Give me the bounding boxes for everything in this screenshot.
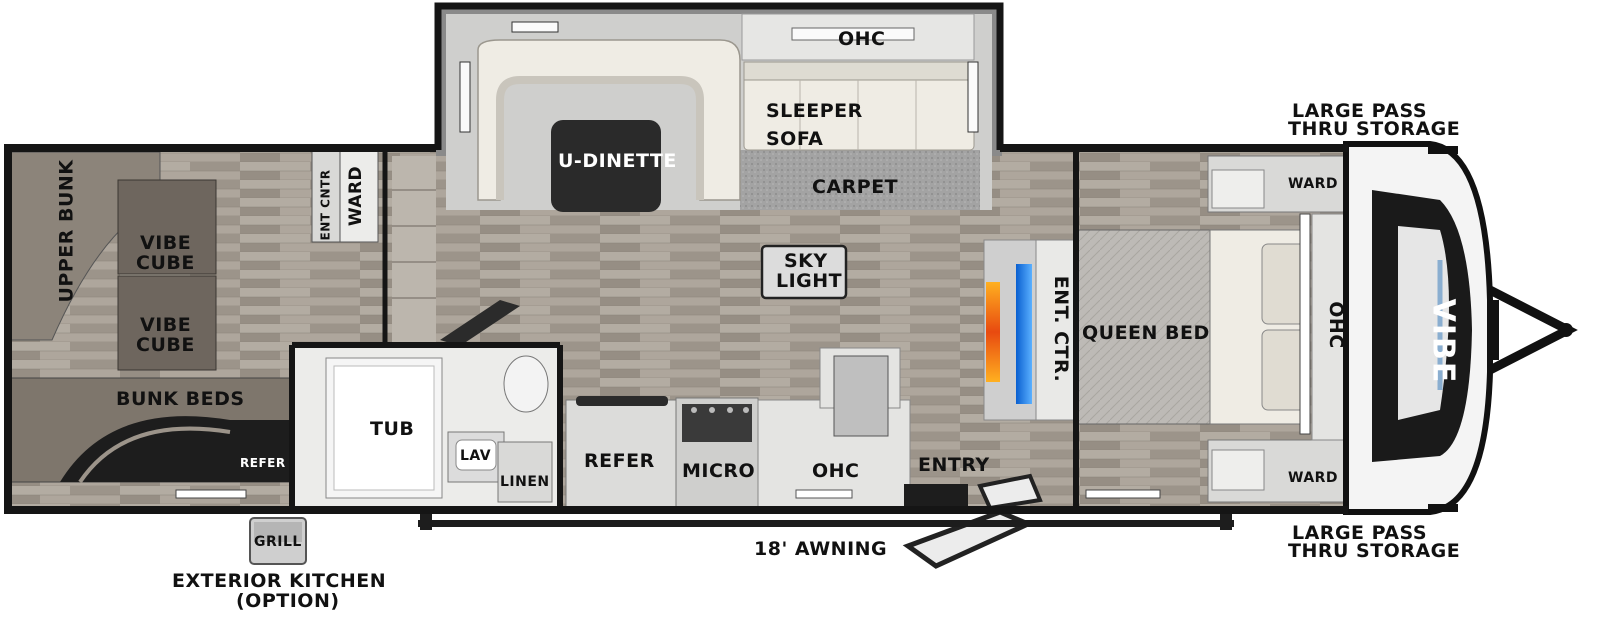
exterior-kitchen-label-b: (OPTION) [236,590,340,612]
vibe-logo: VIBE [1425,298,1461,385]
exterior-kitchen-label-a: EXTERIOR KITCHEN [172,570,387,592]
entry-label: ENTRY [918,454,990,476]
ward-left-label: WARD [346,165,367,227]
upper-bunk-label: UPPER BUNK [55,159,78,303]
fireplace [986,282,1000,382]
micro-label: MICRO [682,460,756,482]
ohc-front-label: OHC [1324,301,1347,349]
front-cap [1343,141,1578,515]
large-pass-bottom-label-a: LARGE PASS [1292,522,1428,544]
large-pass-top-label-a: LARGE PASS [1292,100,1428,122]
ent-ctr-label: ENT. CTR. [1050,275,1073,383]
refer-small-label: REFER [240,456,286,470]
ward-bottom-right-label: WARD [1288,470,1339,486]
refer-label: REFER [584,450,655,472]
vibe-cube-1-label-b: CUBE [136,252,195,274]
linen-closet [497,441,553,503]
large-pass-top-label-b: THRU STORAGE [1288,118,1461,140]
sky-light-label-b: LIGHT [776,270,843,292]
tv [1016,264,1032,404]
vibe-cube-1 [117,179,217,275]
queen-bed-label: QUEEN BED [1082,322,1210,344]
entertainment-center [983,239,1077,421]
bunk-beds-label: BUNK BEDS [116,388,245,410]
slide-out [436,6,1002,212]
exterior-grill [249,517,307,565]
skylight [760,244,848,300]
ward-top-right-label: WARD [1288,176,1339,192]
carpet-label: CARPET [812,176,899,198]
awning [418,514,1234,530]
sleeper-label: SLEEPER [766,100,863,122]
vibe-cube-2 [117,275,217,371]
vibe-cube-2-label-b: CUBE [136,334,195,356]
bunk-room [8,149,379,510]
linen-label: LINEN [500,474,550,490]
bedroom [1076,150,1353,510]
walls [4,2,1348,514]
kitchen [565,347,911,509]
tub-label: TUB [370,418,415,440]
sky-light-label-a: SKY [784,250,828,272]
refer-unit [565,399,677,509]
grill-label: GRILL [254,534,302,550]
carpet-area [740,150,980,210]
awning-label: 18' AWNING [754,538,888,560]
ohc-top-label: OHC [838,28,886,50]
sofa-label: SOFA [766,128,824,150]
u-dinette [477,39,741,212]
vibe-cube-2-label-a: VIBE [140,314,192,336]
bunk-ladder [392,156,520,346]
vibe-cube-1-label-a: VIBE [140,232,192,254]
bathroom [292,345,558,510]
dinette-table [551,120,661,212]
large-pass-bottom-label-b: THRU STORAGE [1288,540,1461,562]
kitchen-sink [833,355,889,437]
lav-label: LAV [460,448,492,464]
ohc-kitchen-label: OHC [812,460,860,482]
u-dinette-label: U-DINETTE [558,150,677,172]
toilet [503,355,549,413]
ent-cntr-left-label: ENT CNTR [318,169,333,241]
